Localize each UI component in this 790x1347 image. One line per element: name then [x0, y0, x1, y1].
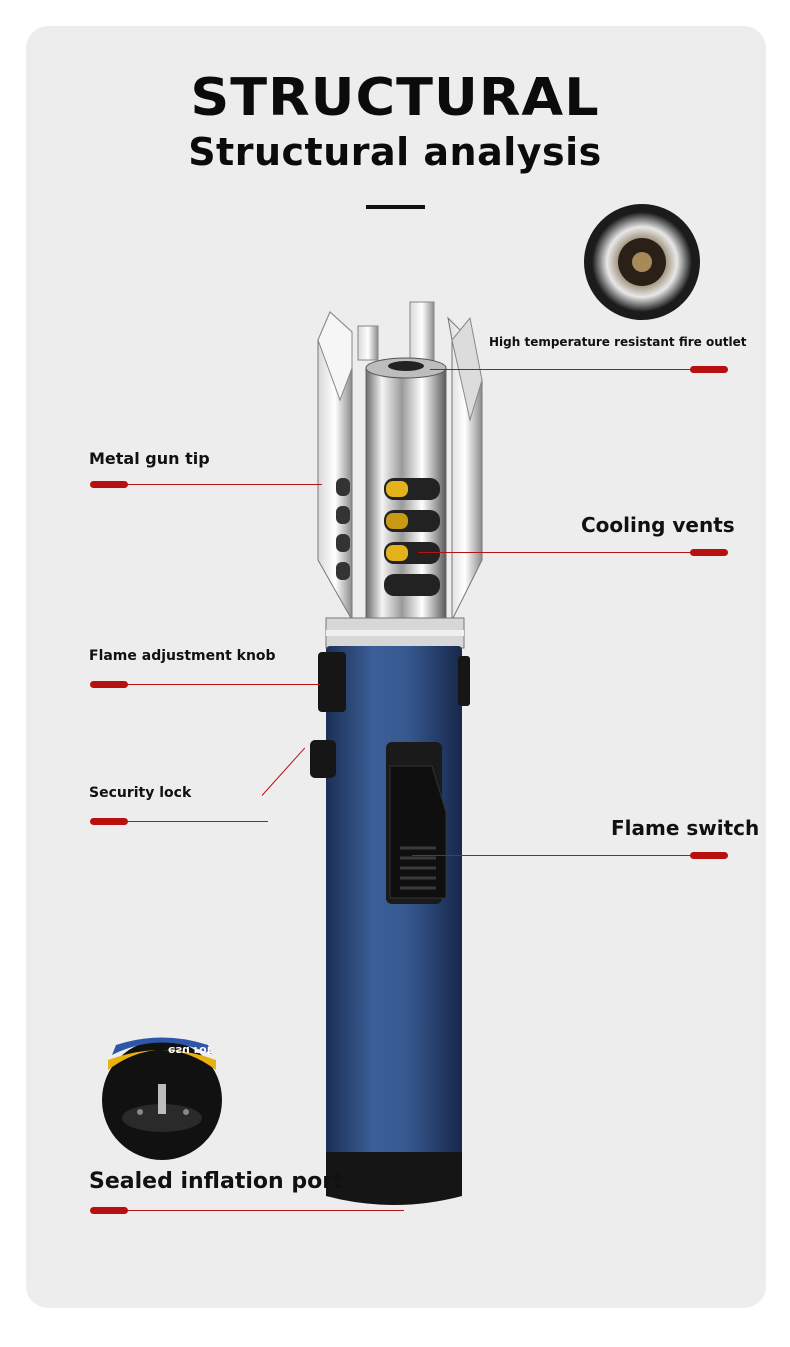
page-title: STRUCTURAL — [190, 67, 600, 128]
callout-marker-metal-tip — [90, 481, 128, 488]
callout-line-cooling-vents — [418, 552, 700, 553]
callout-flame-knob: Flame adjustment knob — [89, 648, 276, 664]
inflation-port-inset — [102, 1037, 222, 1160]
callout-marker-cooling-vents — [690, 549, 728, 556]
cooling-vents-slots — [384, 478, 440, 596]
flame-switch-shape — [386, 742, 447, 904]
callout-marker-security-lock — [90, 818, 128, 825]
flame-knob-shape — [318, 652, 346, 712]
security-lock-shape — [310, 740, 336, 778]
callout-line-security-lock — [100, 821, 268, 822]
callout-cooling-vents: Cooling vents — [581, 513, 735, 537]
callout-inflation-port: Sealed inflation port — [89, 1169, 344, 1194]
callout-security-lock: Security lock — [89, 785, 192, 801]
callout-marker-flame-switch — [690, 852, 728, 859]
can-label-text: esu rof — [168, 1044, 212, 1057]
callout-metal-tip: Metal gun tip — [89, 449, 210, 468]
callout-line-inflation-port — [100, 1210, 404, 1211]
callout-marker-fire-outlet — [690, 366, 728, 373]
callout-line-flame-knob — [100, 684, 320, 685]
page-subtitle: Structural analysis — [188, 130, 602, 174]
lighter-body — [326, 646, 462, 1205]
callout-line-metal-tip — [100, 484, 322, 485]
callout-fire-outlet: High temperature resistant fire outlet — [489, 335, 747, 349]
fire-outlet-inset — [584, 204, 700, 320]
callout-line-fire-outlet — [430, 369, 700, 370]
callout-marker-inflation-port — [90, 1207, 128, 1214]
title-divider — [366, 205, 425, 209]
callout-line-flame-switch — [412, 855, 700, 856]
callout-marker-flame-knob — [90, 681, 128, 688]
callout-flame-switch: Flame switch — [611, 816, 760, 840]
